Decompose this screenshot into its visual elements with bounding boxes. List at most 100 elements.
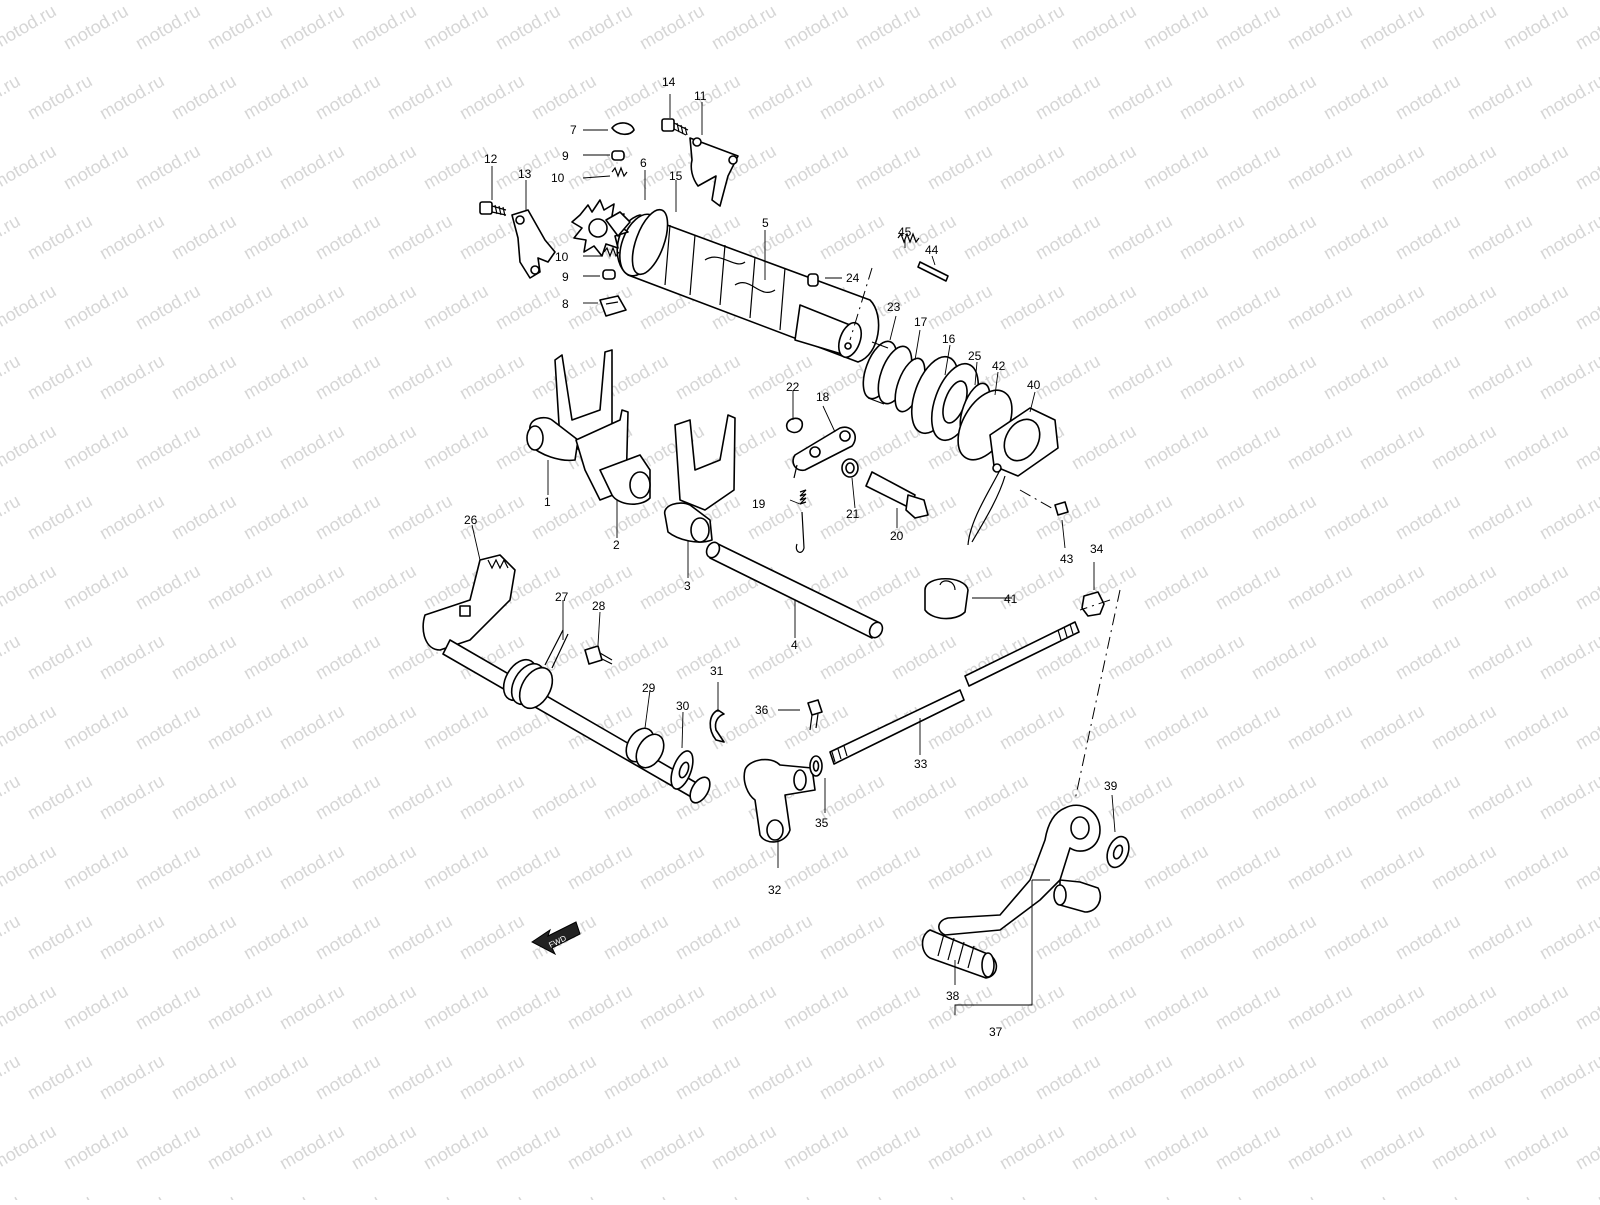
watermark-text: motod.ru — [816, 911, 888, 964]
watermark-text: motod.ru — [1284, 981, 1356, 1034]
watermark-text: motod.ru — [1176, 211, 1248, 264]
watermark-text: motod.ru — [1464, 71, 1536, 124]
watermark-text: motod.ru — [1428, 281, 1500, 334]
watermark-text: motod.ru — [744, 1191, 816, 1200]
callout-44: 44 — [925, 243, 939, 257]
callout-30: 30 — [676, 699, 690, 713]
watermark-text: motod.ru — [1212, 141, 1284, 194]
parts-layer: FWD 1 2 3 4 5 6 7 8 9 9 10 10 11 12 13 1… — [422, 75, 1130, 1039]
watermark-text: motod.ru — [1284, 841, 1356, 894]
watermark-text: motod.ru — [492, 1121, 564, 1174]
watermark-text: motod.ru — [168, 771, 240, 824]
shift-pawl-upper — [611, 122, 635, 136]
watermark-text: motod.ru — [1464, 1051, 1536, 1104]
watermark-text: motod.ru — [924, 841, 996, 894]
watermark-text: motod.ru — [24, 211, 96, 264]
callout-21: 21 — [846, 507, 860, 521]
watermark-text: motod.ru — [168, 71, 240, 124]
watermark-text: motod.ru — [1320, 491, 1392, 544]
watermark-text: motod.ru — [240, 211, 312, 264]
watermark-text: motod.ru — [708, 1, 780, 54]
watermark-text: motod.ru — [744, 631, 816, 684]
callout-labels: 1 2 3 4 5 6 7 8 9 9 10 10 11 12 13 14 15… — [464, 75, 1118, 1039]
watermark-text: motod.ru — [888, 631, 960, 684]
watermark-text: motod.ru — [888, 71, 960, 124]
cam-guide-plate — [689, 137, 739, 207]
watermark-text: motod.ru — [600, 1051, 672, 1104]
watermark-text: motod.ru — [1356, 1, 1428, 54]
watermark-text: motod.ru — [1428, 1, 1500, 54]
watermark-text: motod.ru — [0, 771, 24, 824]
watermark-text: motod.ru — [456, 1191, 528, 1200]
watermark-text: motod.ru — [276, 841, 348, 894]
callout-45: 45 — [898, 225, 912, 239]
watermark-text: motod.ru — [96, 1051, 168, 1104]
watermark-text: motod.ru — [384, 211, 456, 264]
watermark-text: motod.ru — [60, 281, 132, 334]
watermark-text: motod.ru — [1248, 771, 1320, 824]
watermark-text: motod.ru — [1500, 981, 1572, 1034]
pawl-pin-upper — [611, 150, 625, 161]
watermark-text: motod.ru — [1428, 1121, 1500, 1174]
shift-fork-2 — [575, 409, 651, 505]
watermark-text: motod.ru — [24, 491, 96, 544]
watermark-text: motod.ru — [1248, 71, 1320, 124]
watermark-text: motod.ru — [1140, 1, 1212, 54]
watermark-text: motod.ru — [1320, 911, 1392, 964]
watermark-text: motod.ru — [60, 701, 132, 754]
watermark-text: motod.ru — [60, 1121, 132, 1174]
shaft-return-spring-27 — [502, 629, 569, 710]
watermark-text: motod.ru — [240, 771, 312, 824]
watermark-text: motod.ru — [1572, 1121, 1600, 1174]
watermark-text: motod.ru — [204, 1, 276, 54]
watermark-text: motod.ru — [312, 211, 384, 264]
watermark-text: motod.ru — [0, 351, 24, 404]
watermark-text: motod.ru — [276, 281, 348, 334]
watermark-text: motod.ru — [600, 71, 672, 124]
watermark-text: motod.ru — [1392, 211, 1464, 264]
watermark-text: motod.ru — [1104, 491, 1176, 544]
callout-42: 42 — [992, 359, 1006, 373]
watermark-text: motod.ru — [888, 771, 960, 824]
watermark-text: motod.ru — [1536, 771, 1600, 824]
watermark-text: motod.ru — [1536, 211, 1600, 264]
collar-21 — [841, 458, 859, 478]
watermark-text: motod.ru — [132, 981, 204, 1034]
watermark-text: motod.ru — [744, 211, 816, 264]
watermark-text: motod.ru — [0, 71, 24, 124]
callout-26: 26 — [464, 513, 478, 527]
watermark-text: motod.ru — [1500, 1121, 1572, 1174]
watermark-text: motod.ru — [0, 1051, 24, 1104]
watermark-text: motod.ru — [564, 981, 636, 1034]
watermark-text: motod.ru — [24, 1191, 96, 1200]
watermark-text: motod.ru — [456, 71, 528, 124]
watermark-text: motod.ru — [204, 141, 276, 194]
grommet-41 — [924, 578, 969, 620]
watermark-text: motod.ru — [1356, 841, 1428, 894]
watermark-text: motod.ru — [1068, 1121, 1140, 1174]
watermark-text: motod.ru — [492, 281, 564, 334]
callout-16: 16 — [942, 332, 956, 346]
pawl-spring-upper — [611, 166, 628, 178]
watermark-text: motod.ru — [924, 141, 996, 194]
watermark-text: motod.ru — [1356, 561, 1428, 614]
watermark-text: motod.ru — [204, 981, 276, 1034]
watermark-text: motod.ru — [1320, 71, 1392, 124]
nut-34 — [1081, 591, 1105, 617]
gearshift-pedal-37 — [938, 804, 1102, 936]
watermark-text: motod.ru — [924, 981, 996, 1034]
circlip-31 — [709, 709, 725, 743]
watermark-text: motod.ru — [636, 841, 708, 894]
watermark-text: motod.ru — [348, 141, 420, 194]
watermark-text: motod.ru — [384, 71, 456, 124]
watermark-text: motod.ru — [816, 211, 888, 264]
watermark-text: motod.ru — [1104, 1191, 1176, 1200]
watermark-text: motod.ru — [0, 1, 60, 54]
pawl-spring-lower — [603, 246, 620, 258]
stopper-stud-28 — [584, 645, 613, 665]
bolt-36 — [807, 699, 823, 731]
watermark-text: motod.ru — [1248, 351, 1320, 404]
washer-30 — [670, 750, 694, 790]
